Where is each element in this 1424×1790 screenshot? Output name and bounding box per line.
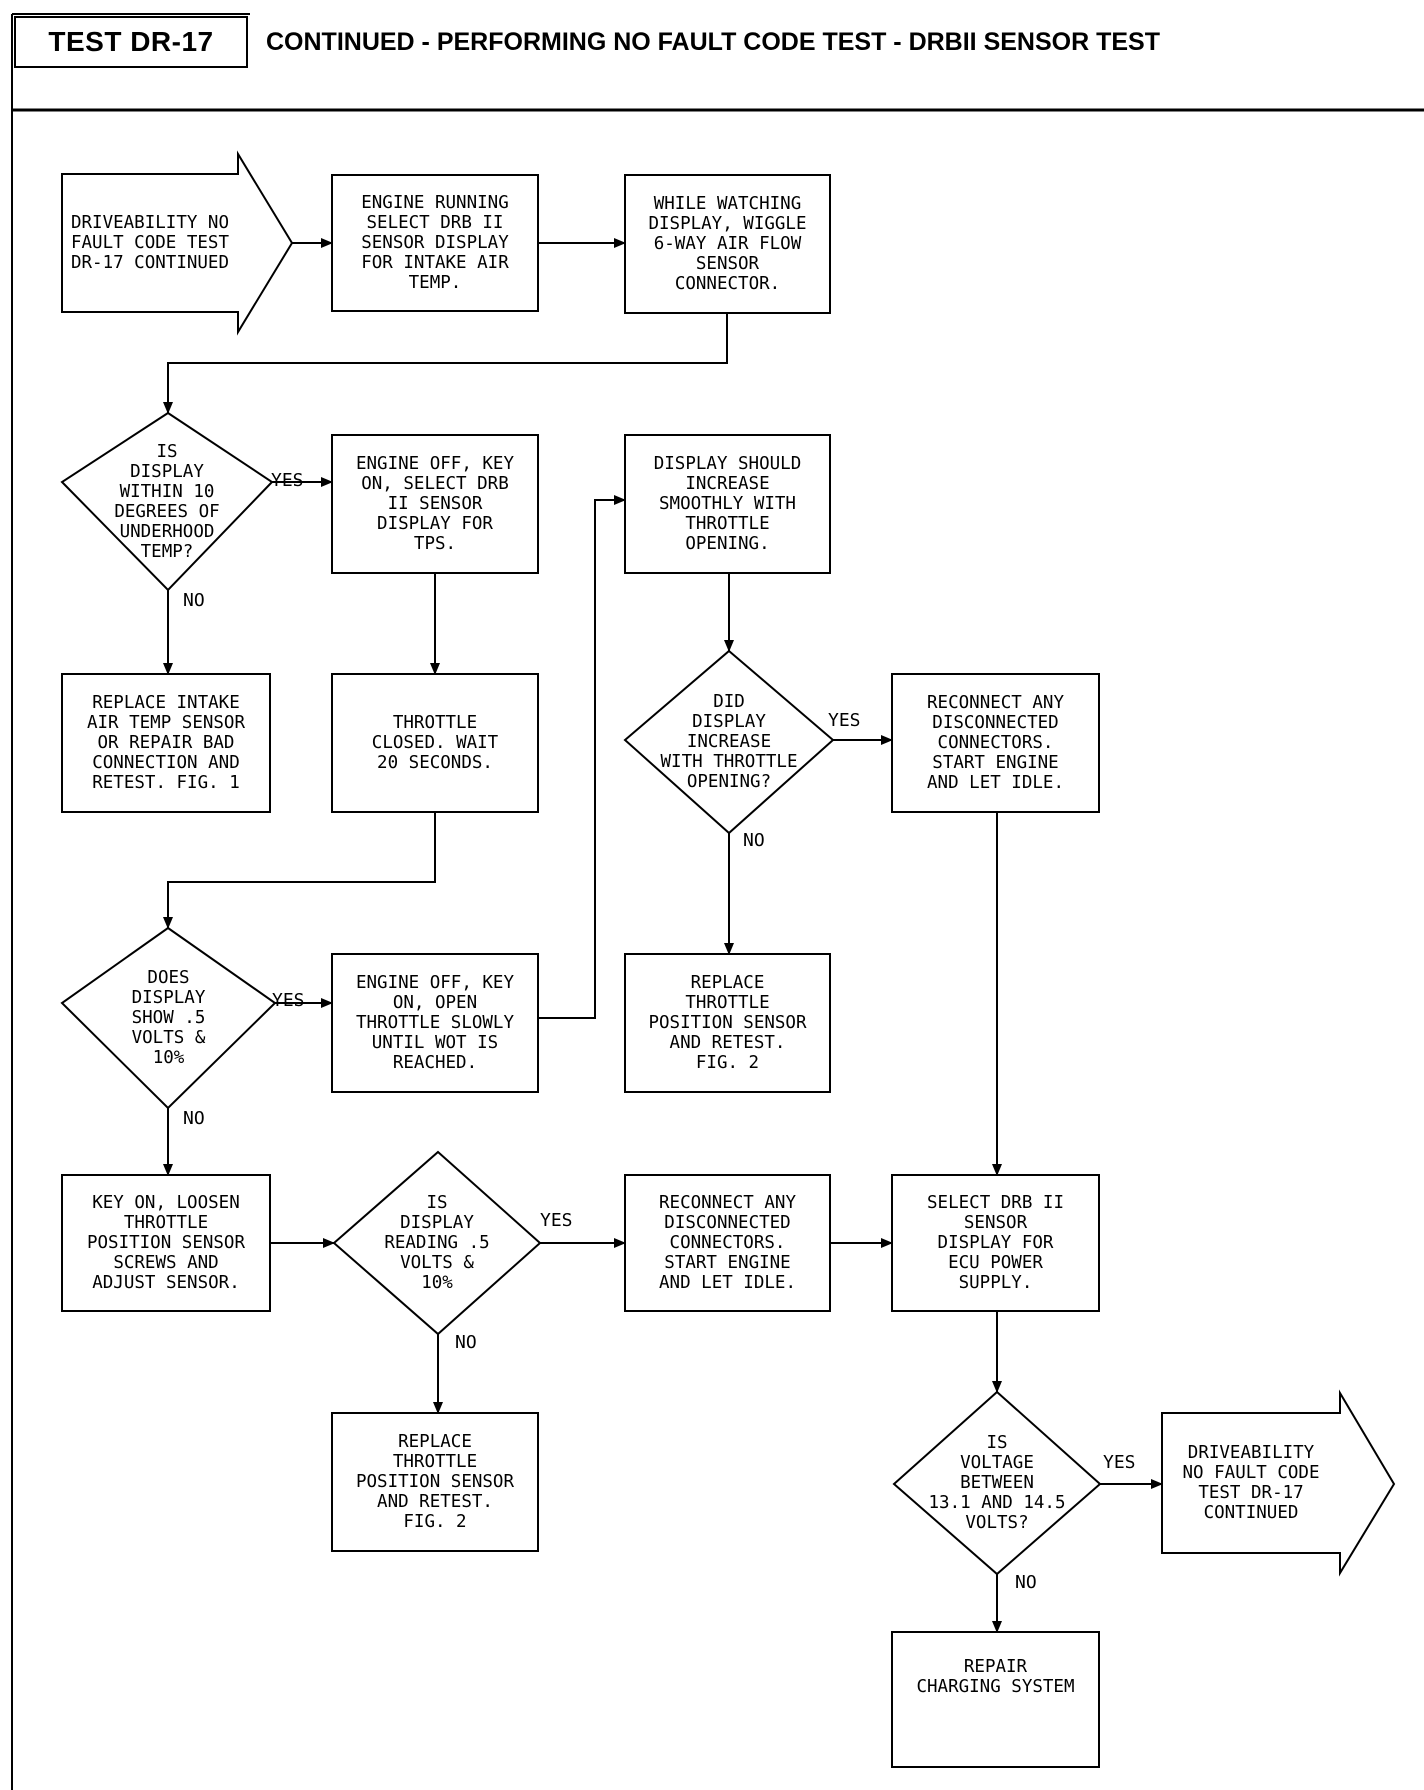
voltage-decision: IS VOLTAGE BETWEEN 13.1 AND 14.5 VOLTS? (928, 1433, 1066, 1533)
display-increase-step: DISPLAY SHOULD INCREASE SMOOTHLY WITH TH… (653, 454, 802, 554)
yes-label-d1: YES (271, 470, 304, 491)
yes-label-d5: YES (1103, 1452, 1136, 1473)
yes-label-d2: YES (828, 710, 861, 731)
test-id-box: TEST DR-17 (14, 16, 248, 68)
no-label-d4: NO (455, 1332, 477, 1353)
throttle-closed-step: THROTTLE CLOSED. WAIT 20 SECONDS. (371, 713, 499, 773)
intake-temp-decision: IS DISPLAY WITHIN 10 DEGREES OF UNDERHOO… (114, 441, 220, 562)
adjust-sensor-step: KEY ON, LOOSEN THROTTLE POSITION SENSOR … (86, 1193, 246, 1293)
open-throttle-step: ENGINE OFF, KEY ON, OPEN THROTTLE SLOWLY… (355, 973, 515, 1073)
replace-tps-step-2: REPLACE THROTTLE POSITION SENSOR AND RET… (355, 1432, 515, 1532)
reconnect-connectors-step-1: RECONNECT ANY DISCONNECTED CONNECTORS. S… (927, 693, 1064, 793)
repair-charging-step: REPAIR CHARGING SYSTEM (916, 1657, 1075, 1697)
end-node: DRIVEABILITY NO FAULT CODE TEST DR-17 CO… (1182, 1443, 1320, 1523)
no-label-d5: NO (1015, 1572, 1037, 1593)
replace-tps-step-1: REPLACE THROTTLE POSITION SENSOR AND RET… (648, 973, 807, 1073)
no-label-d1: NO (183, 590, 205, 611)
n8-box (331, 953, 539, 1093)
start-arrow-shape (61, 150, 294, 336)
page-title: CONTINUED - PERFORMING NO FAULT CODE TES… (266, 27, 1160, 56)
reconnect-connectors-step-2: RECONNECT ANY DISCONNECTED CONNECTORS. S… (659, 1193, 796, 1293)
select-ecu-power-step: SELECT DRB II SENSOR DISPLAY FOR ECU POW… (927, 1193, 1064, 1293)
wiggle-connector-step: WHILE WATCHING DISPLAY, WIGGLE 6-WAY AIR… (648, 194, 807, 294)
display-increase-decision: DID DISPLAY INCREASE WITH THROTTLE OPENI… (660, 692, 798, 792)
tps-voltage-decision: DOES DISPLAY SHOW .5 VOLTS & 10% (131, 968, 206, 1068)
replace-intake-sensor-step: REPLACE INTAKE AIR TEMP SENSOR OR REPAIR… (86, 693, 246, 793)
select-tps-step: ENGINE OFF, KEY ON, SELECT DRB II SENSOR… (355, 454, 515, 554)
display-reading-decision: IS DISPLAY READING .5 VOLTS & 10% (384, 1193, 490, 1293)
engine-running-step: ENGINE RUNNING SELECT DRB II SENSOR DISP… (361, 193, 509, 293)
no-label-d2: NO (743, 830, 765, 851)
yes-label-d4: YES (540, 1210, 573, 1231)
end-arrow-shape (1161, 1389, 1396, 1577)
yes-label-d3: YES (272, 990, 305, 1011)
start-node: DRIVEABILITY NO FAULT CODE TEST DR-17 CO… (70, 213, 230, 273)
no-label-d3: NO (183, 1108, 205, 1129)
